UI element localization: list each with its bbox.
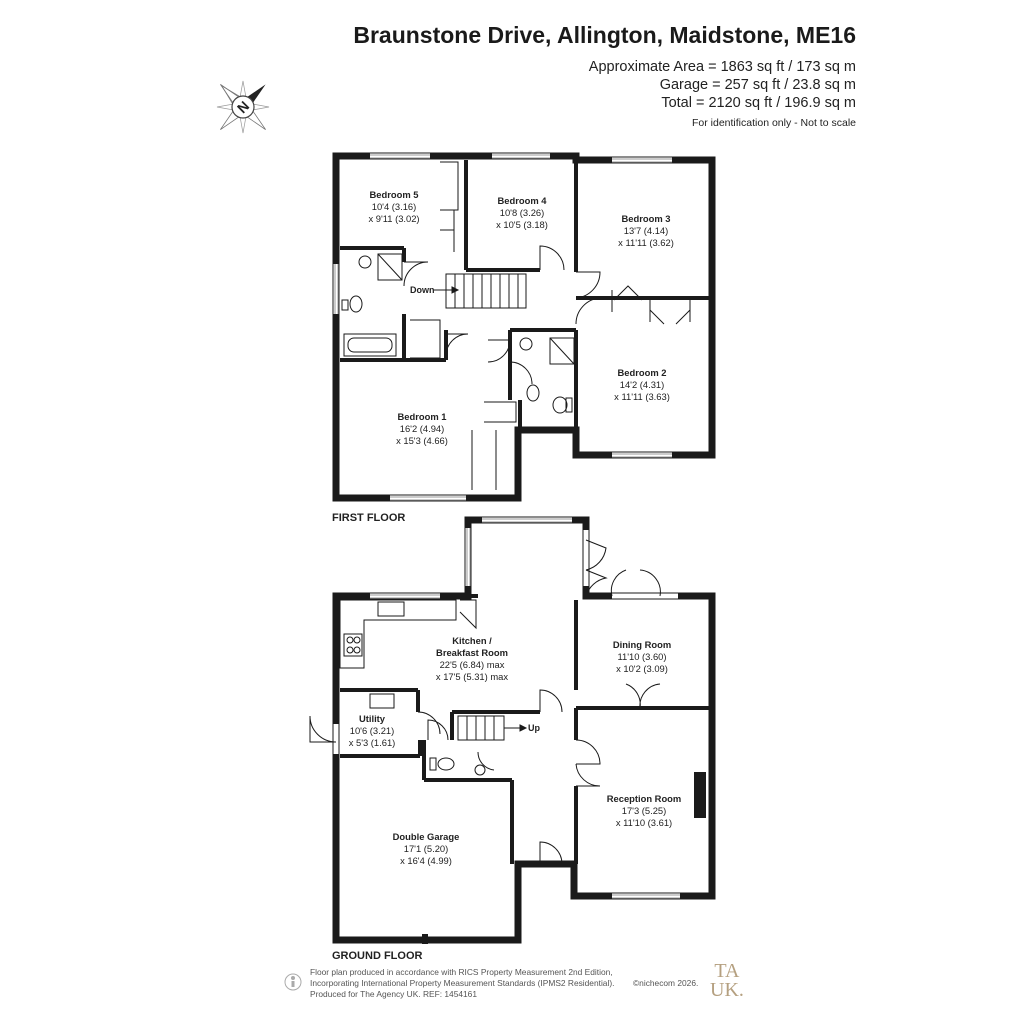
- copyright: ©nichecom 2026.: [633, 978, 699, 988]
- svg-text:x 5'3 (1.61): x 5'3 (1.61): [349, 737, 396, 748]
- svg-text:x 17'5 (5.31) max: x 17'5 (5.31) max: [436, 671, 508, 682]
- svg-text:Dining Room: Dining Room: [613, 639, 671, 650]
- plan-title: Braunstone Drive, Allington, Maidstone, …: [353, 22, 856, 48]
- svg-text:x 16'4 (4.99): x 16'4 (4.99): [400, 855, 452, 866]
- svg-text:Breakfast Room: Breakfast Room: [436, 647, 508, 658]
- label-bedroom-5: Bedroom 5 10'4 (3.16) x 9'11 (3.02): [368, 189, 419, 224]
- svg-text:Reception Room: Reception Room: [607, 793, 681, 804]
- ground-floor-plan: [309, 516, 716, 944]
- garage-area: Garage = 257 sq ft / 23.8 sq m: [659, 77, 856, 93]
- label-reception-room: Reception Room 17'3 (5.25) x 11'10 (3.61…: [607, 793, 681, 828]
- svg-text:13'7 (4.14): 13'7 (4.14): [624, 225, 669, 236]
- label-double-garage: Double Garage 17'1 (5.20) x 16'4 (4.99): [393, 831, 460, 866]
- svg-text:22'5 (6.84) max: 22'5 (6.84) max: [440, 659, 505, 670]
- svg-text:17'3 (5.25): 17'3 (5.25): [622, 805, 667, 816]
- agency-logo: TA UK.: [710, 960, 744, 1001]
- svg-text:x 9'11 (3.02): x 9'11 (3.02): [368, 213, 419, 224]
- svg-text:10'4 (3.16): 10'4 (3.16): [372, 201, 417, 212]
- svg-text:x 10'5 (3.18): x 10'5 (3.18): [496, 219, 548, 230]
- svg-text:Bedroom 1: Bedroom 1: [398, 411, 447, 422]
- kitchen-counter: [339, 599, 457, 709]
- svg-text:Bedroom 3: Bedroom 3: [622, 213, 671, 224]
- svg-text:x 15'3 (4.66): x 15'3 (4.66): [396, 435, 448, 446]
- footer-line-1: Floor plan produced in accordance with R…: [310, 967, 613, 977]
- svg-text:Bedroom 5: Bedroom 5: [370, 189, 419, 200]
- disclaimer: For identification only - Not to scale: [692, 117, 856, 129]
- label-bedroom-1: Bedroom 1 16'2 (4.94) x 15'3 (4.66): [396, 411, 448, 446]
- rics-icon: [284, 973, 302, 991]
- svg-text:16'2 (4.94): 16'2 (4.94): [400, 423, 445, 434]
- footer-notes: Floor plan produced in accordance with R…: [310, 967, 710, 1000]
- svg-text:17'1 (5.20): 17'1 (5.20): [404, 843, 449, 854]
- svg-text:14'2 (4.31): 14'2 (4.31): [620, 379, 665, 390]
- area-summary: Approximate Area = 1863 sq ft / 173 sq m…: [589, 58, 856, 132]
- first-floor-label: FIRST FLOOR: [332, 512, 406, 524]
- label-utility: Utility 10'6 (3.21) x 5'3 (1.61): [349, 713, 396, 748]
- label-bedroom-2: Bedroom 2 14'2 (4.31) x 11'11 (3.63): [614, 367, 670, 402]
- stairs-down-label: Down: [410, 285, 435, 295]
- label-bedroom-3: Bedroom 3 13'7 (4.14) x 11'11 (3.62): [618, 213, 674, 248]
- svg-text:x 11'10 (3.61): x 11'10 (3.61): [616, 817, 672, 828]
- logo-line-2: UK.: [710, 979, 744, 1001]
- label-bedroom-4: Bedroom 4 10'8 (3.26) x 10'5 (3.18): [496, 195, 548, 230]
- svg-text:10'6 (3.21): 10'6 (3.21): [350, 725, 395, 736]
- footer-line-2: Incorporating International Property Mea…: [310, 978, 615, 988]
- stairs-down: [434, 273, 527, 309]
- stairs-up-label: Up: [528, 723, 540, 733]
- label-dining-room: Dining Room 11'10 (3.60) x 10'2 (3.09): [613, 639, 671, 674]
- svg-text:10'8 (3.26): 10'8 (3.26): [500, 207, 545, 218]
- svg-text:x 11'11 (3.63): x 11'11 (3.63): [614, 391, 670, 402]
- svg-text:x 11'11 (3.62): x 11'11 (3.62): [618, 237, 674, 248]
- footer-line-3: Produced for The Agency UK. REF: 1454161: [310, 989, 477, 999]
- first-floor-plan: [332, 152, 716, 502]
- svg-text:11'10 (3.60): 11'10 (3.60): [617, 651, 666, 662]
- svg-text:Double Garage: Double Garage: [393, 831, 460, 842]
- compass-icon: N: [216, 80, 270, 134]
- svg-text:Bedroom 4: Bedroom 4: [498, 195, 548, 206]
- svg-text:x 10'2 (3.09): x 10'2 (3.09): [616, 663, 668, 674]
- svg-text:Utility: Utility: [359, 713, 386, 724]
- logo-line-1: TA: [714, 960, 740, 982]
- total-area: Total = 2120 sq ft / 196.9 sq m: [661, 95, 856, 111]
- label-kitchen: Kitchen / Breakfast Room 22'5 (6.84) max…: [436, 635, 508, 682]
- approx-area: Approximate Area = 1863 sq ft / 173 sq m: [588, 59, 856, 75]
- svg-text:Bedroom 2: Bedroom 2: [618, 367, 667, 378]
- ground-floor-label: GROUND FLOOR: [332, 950, 423, 962]
- svg-text:Kitchen /: Kitchen /: [452, 635, 492, 646]
- stairs-up: [457, 715, 528, 741]
